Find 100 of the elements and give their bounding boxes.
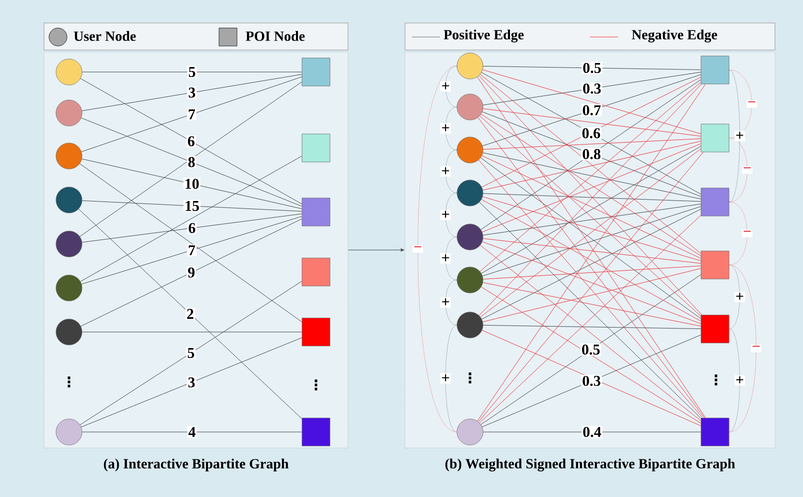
poi-node bbox=[700, 56, 730, 84]
poi-node bbox=[700, 188, 730, 216]
user-node bbox=[56, 142, 82, 170]
edge-line bbox=[82, 214, 302, 243]
edge-label: − bbox=[750, 344, 762, 352]
edge-line bbox=[482, 140, 702, 190]
edge-line bbox=[482, 74, 702, 146]
edge-label: 0.3 bbox=[582, 82, 602, 95]
poi-node bbox=[700, 124, 730, 152]
edge-line bbox=[482, 138, 702, 150]
edge-label: 0.4 bbox=[582, 426, 602, 438]
user-node bbox=[456, 52, 484, 80]
edge-line bbox=[445, 324, 458, 432]
edge-line bbox=[81, 118, 302, 207]
edge-line bbox=[480, 244, 702, 421]
edge-line bbox=[80, 78, 302, 204]
edge-line bbox=[445, 192, 458, 238]
edge-label: 0.5 bbox=[582, 62, 602, 74]
edge-line bbox=[728, 328, 740, 432]
edge-label: 3 bbox=[187, 86, 197, 99]
edge-line bbox=[728, 70, 740, 202]
edge-line bbox=[482, 241, 702, 324]
edge-line bbox=[482, 206, 702, 276]
edge-label: 0.7 bbox=[581, 104, 602, 116]
edge-line bbox=[80, 156, 302, 282]
ellipsis-dots: ⋮ bbox=[314, 380, 318, 390]
edge-line bbox=[445, 280, 458, 326]
edge-line bbox=[482, 268, 702, 322]
legend-label: User Node bbox=[74, 31, 136, 41]
edge-label: 0.8 bbox=[581, 148, 602, 160]
ellipsis-dots: ⋮ bbox=[468, 372, 472, 384]
user-node bbox=[456, 94, 484, 120]
poi-node bbox=[302, 134, 330, 162]
legend-label: Positive Edge bbox=[444, 30, 524, 42]
user-node bbox=[56, 318, 82, 346]
user-node bbox=[56, 418, 82, 446]
user-node bbox=[56, 58, 82, 86]
edge-line bbox=[728, 264, 756, 432]
edge-line bbox=[445, 106, 458, 150]
edge-line bbox=[445, 236, 458, 280]
panel-title: (a) Interactive Bipartite Graph bbox=[104, 458, 289, 472]
edge-line bbox=[481, 146, 702, 274]
edge-line bbox=[482, 143, 702, 232]
edge-line bbox=[81, 216, 302, 284]
edge-line bbox=[728, 202, 748, 266]
edge-line bbox=[81, 337, 302, 428]
edge-line bbox=[480, 114, 702, 256]
edge-label: − bbox=[412, 245, 424, 253]
edge-line bbox=[482, 266, 702, 280]
poi-node bbox=[302, 418, 330, 446]
edge-line bbox=[728, 264, 740, 330]
poi-node bbox=[302, 198, 330, 226]
edge-label: − bbox=[742, 166, 752, 174]
edge-line bbox=[80, 218, 302, 326]
edge-line bbox=[482, 282, 702, 326]
edge-label: 5 bbox=[186, 347, 196, 359]
user-node bbox=[456, 418, 484, 446]
edge-line bbox=[80, 163, 302, 322]
panel-title: (b) Weighted Signed Interactive Bipartite Graph bbox=[445, 458, 736, 472]
edge-line bbox=[445, 150, 458, 194]
edge-line bbox=[482, 152, 702, 200]
edge-line bbox=[482, 72, 702, 106]
edge-label: 6 bbox=[187, 222, 197, 234]
user-node bbox=[456, 266, 484, 294]
user-node bbox=[456, 180, 484, 206]
edge-line bbox=[82, 158, 302, 210]
legend-label: Negative Edge bbox=[632, 30, 718, 42]
legend-label: POI Node bbox=[246, 31, 305, 41]
ellipsis-dots: ⋮ bbox=[714, 374, 718, 386]
edge-line bbox=[482, 155, 702, 259]
edge-line bbox=[482, 66, 702, 70]
poi-node bbox=[700, 250, 730, 280]
edge-line bbox=[78, 208, 302, 419]
user-node bbox=[56, 230, 82, 258]
edge-line bbox=[728, 138, 748, 202]
user-node bbox=[456, 136, 484, 164]
poi-node bbox=[700, 418, 730, 446]
edge-line bbox=[445, 66, 458, 108]
edge-label: 0.3 bbox=[581, 374, 602, 387]
user-node bbox=[56, 186, 82, 214]
edge-label: − bbox=[742, 230, 752, 238]
poi-node bbox=[302, 58, 330, 86]
edge-label: − bbox=[746, 100, 757, 108]
edge-line bbox=[82, 200, 302, 212]
edge-line bbox=[482, 204, 702, 236]
edge-label: 9 bbox=[186, 266, 196, 279]
poi-node bbox=[700, 314, 730, 344]
edge-label: 6 bbox=[186, 135, 196, 148]
edge-line bbox=[482, 69, 702, 134]
edge-line bbox=[482, 324, 702, 330]
edge-line bbox=[480, 79, 702, 230]
user-node bbox=[456, 312, 484, 338]
edge-label: 0.5 bbox=[580, 344, 602, 356]
edge-line bbox=[82, 74, 302, 112]
edge-line bbox=[482, 112, 702, 197]
edge-line bbox=[482, 193, 702, 202]
edge-label: 15 bbox=[184, 200, 200, 212]
edge-line bbox=[482, 196, 702, 262]
edge-line bbox=[728, 70, 752, 138]
poi-node bbox=[302, 318, 330, 346]
